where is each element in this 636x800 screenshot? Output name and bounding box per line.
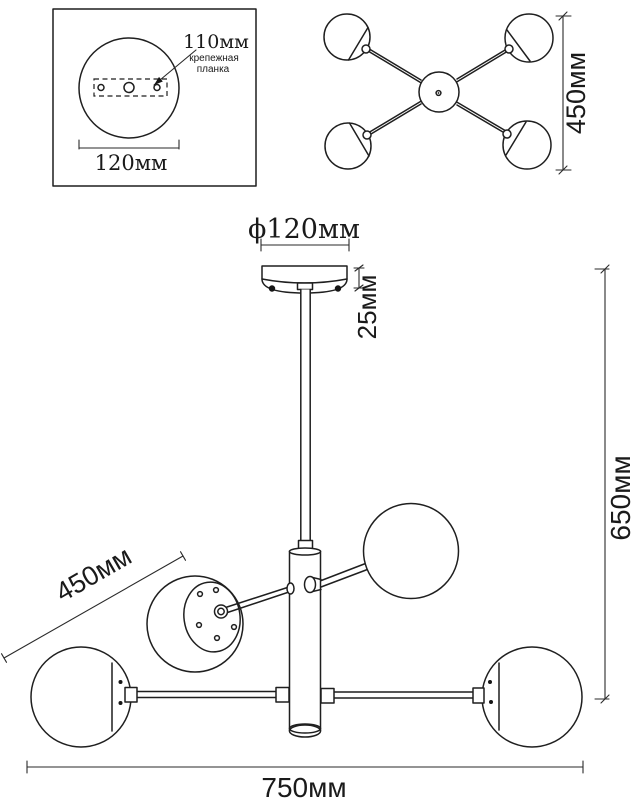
arm-rods — [365, 46, 511, 138]
bracket-hole-right — [153, 83, 161, 92]
label-total-width: 750мм — [261, 772, 346, 800]
globe-fitting — [361, 44, 371, 54]
dim-tick — [600, 694, 610, 704]
label-bracket-name-2: планка — [197, 64, 230, 75]
bottom-arms — [30, 646, 583, 748]
column-bottom-rim — [288, 723, 322, 734]
arm-rod — [367, 50, 424, 85]
globe-bottom-left — [324, 122, 372, 170]
globe-top-right — [504, 13, 554, 63]
rod-collar — [296, 282, 314, 291]
dim-tick — [0, 653, 8, 663]
cap-screw — [118, 701, 123, 705]
label-total-height: 650мм — [605, 455, 636, 540]
globe-bottom-right — [502, 120, 552, 170]
hub-center-dot — [437, 92, 440, 94]
arm-rod — [456, 46, 511, 80]
top-plan-view: 450мм — [323, 11, 591, 175]
vent-hole — [230, 623, 238, 631]
dim-line-450-arm — [3, 555, 184, 659]
dim-tick — [354, 264, 364, 272]
column-bottom-cap — [288, 724, 322, 738]
cap-screw — [488, 680, 492, 684]
vent-hole — [195, 621, 203, 629]
upper-right-arm — [319, 502, 460, 600]
shade-arm-rod — [225, 590, 293, 614]
canopy-screw-left — [268, 285, 276, 292]
mounting-plate-detail-view: 110мм крепежная планка 120мм — [52, 8, 257, 187]
central-column — [286, 547, 322, 738]
down-rod — [297, 288, 314, 550]
socket-ring — [303, 575, 317, 594]
leader-arrowhead — [154, 76, 163, 85]
globe-fitting — [362, 130, 372, 140]
globe-cap-edge — [505, 121, 527, 156]
label-base-width: 120мм — [95, 151, 168, 175]
arm-rod — [454, 100, 507, 132]
vent-hole — [213, 634, 221, 642]
detail-frame — [52, 8, 257, 187]
label-spread: 450мм — [561, 52, 591, 134]
label-arm-length: 450мм — [50, 541, 136, 608]
ceiling-canopy — [261, 265, 348, 294]
globe-top-left — [323, 13, 371, 61]
globe-bottom-left — [30, 646, 132, 748]
cap-screw — [118, 680, 123, 684]
label-canopy-height: 25мм — [352, 275, 382, 340]
arm-rod — [456, 104, 509, 136]
globe-fitting — [502, 129, 512, 139]
shade-fitting-plate — [183, 581, 241, 653]
globe-upper-right — [362, 502, 460, 600]
dim-tick — [600, 264, 610, 274]
label-bracket-size: 110мм — [183, 31, 249, 53]
shade-arm-rod — [223, 585, 293, 609]
arm-rod — [367, 99, 424, 134]
bracket-hole-left — [97, 83, 105, 92]
arm-rod — [365, 46, 422, 81]
dim-tick — [354, 284, 364, 292]
vent-hole — [196, 590, 204, 598]
side-view: ϕ120мм 650мм 25мм 450мм 750мм — [0, 214, 636, 800]
mounting-bracket-outline — [93, 78, 168, 97]
dim-tick — [558, 165, 568, 175]
ceiling-hub — [418, 71, 460, 113]
shade-angled-left — [146, 575, 293, 673]
vent-hole — [212, 586, 220, 594]
globe-fitting — [504, 44, 514, 54]
arm-rod — [320, 566, 375, 588]
arm-connector — [472, 687, 485, 704]
arm-connector — [320, 687, 335, 704]
arm-rod — [319, 560, 373, 582]
globe-cap-edge — [348, 122, 370, 157]
bracket-hole-center — [123, 81, 135, 94]
down-rod-fill — [300, 289, 311, 549]
right-arm-socket — [303, 575, 322, 594]
left-arm-socket — [286, 582, 295, 595]
globe-cap-edge — [506, 29, 531, 62]
shade-nut-inner — [217, 607, 225, 616]
arm-rod — [365, 103, 422, 138]
arm-connector — [124, 686, 138, 703]
label-canopy-diameter: ϕ120мм — [248, 214, 360, 245]
arm-rod — [454, 50, 509, 84]
canopy-top-circle — [78, 37, 180, 139]
column-top-cap — [288, 547, 322, 556]
globe-bottom-right — [481, 646, 583, 748]
globe-cap-edge — [347, 26, 369, 61]
label-bracket-name-1: крепежная — [189, 53, 239, 64]
arm-connector — [275, 686, 290, 703]
leader-line — [153, 49, 197, 86]
canopy-screw-right — [334, 285, 342, 292]
hub-center-hole — [435, 89, 442, 97]
cap-screw — [489, 700, 493, 704]
dim-tick — [558, 11, 568, 21]
dim-tick — [179, 551, 187, 561]
